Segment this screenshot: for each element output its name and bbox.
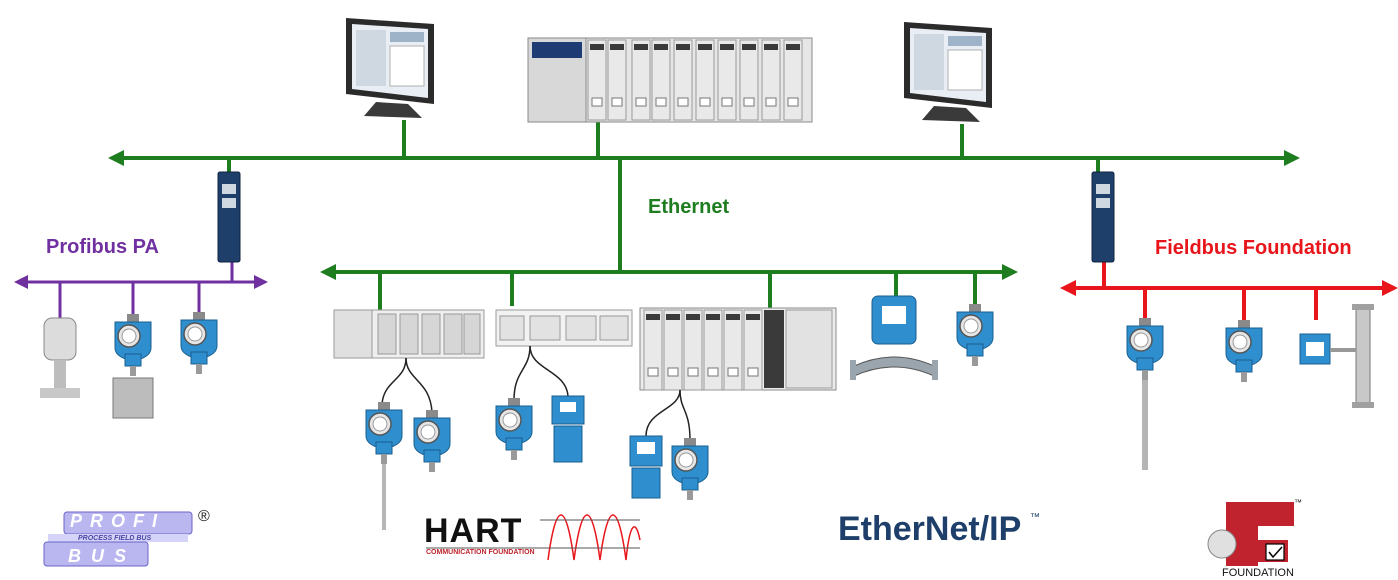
monitor-icon [345, 17, 435, 119]
ethernetip-trademark: ™ [1030, 512, 1040, 523]
foundation-logo-text: FOUNDATION [1222, 567, 1294, 579]
hart-logo-wave [426, 514, 641, 561]
gateway-icon [1091, 171, 1115, 263]
flowmeter-icon [850, 295, 938, 380]
plc-rack-icon [527, 37, 813, 123]
pressure-transmitter-icon [1225, 319, 1263, 383]
profibus-label: Profibus PA [46, 236, 159, 258]
level-probe-icon [1126, 317, 1164, 470]
pressure-transmitter-icon [413, 409, 451, 473]
device-wiring [381, 345, 691, 441]
io-module-icon [495, 309, 633, 347]
fieldbus-label: Fieldbus Foundation [1155, 237, 1352, 259]
ethernet-backbone [108, 120, 1300, 272]
flowmeter-icon [1299, 304, 1374, 408]
profibus-registered: ® [198, 508, 210, 525]
flowmeter-icon [629, 435, 663, 499]
pressure-transmitter-icon [112, 313, 154, 419]
profibus-bus [14, 262, 268, 318]
hart-logo-subtitle: COMMUNICATION FOUNDATION [426, 549, 535, 556]
profibus-logo [43, 511, 193, 567]
hart-logo-text: HART [424, 512, 523, 550]
ethernet-subnet-bus [320, 264, 1018, 312]
pressure-transmitter-icon [180, 311, 218, 375]
pressure-transmitter-icon [956, 303, 994, 367]
ethernet-label: Ethernet [648, 196, 730, 218]
pressure-transmitter-icon [671, 437, 709, 501]
io-module-icon [333, 309, 485, 359]
profibus-logo-bottom: BUS [68, 546, 137, 566]
fieldbus-bus [1060, 262, 1398, 322]
foundation-logo [1207, 502, 1294, 566]
profibus-logo-top: PROFI [70, 511, 166, 531]
level-probe-icon [365, 401, 403, 530]
foundation-trademark: ™ [1294, 498, 1302, 507]
gateway-icon [217, 171, 241, 263]
plc-rack-icon [639, 307, 837, 391]
pressure-transmitter-icon [40, 317, 80, 398]
flowmeter-icon [551, 395, 585, 463]
ethernetip-logo: EtherNet/IP [838, 510, 1022, 548]
monitor-icon [903, 21, 993, 123]
pressure-transmitter-icon [495, 397, 533, 461]
profibus-logo-subtitle: PROCESS FIELD BUS [78, 535, 152, 542]
